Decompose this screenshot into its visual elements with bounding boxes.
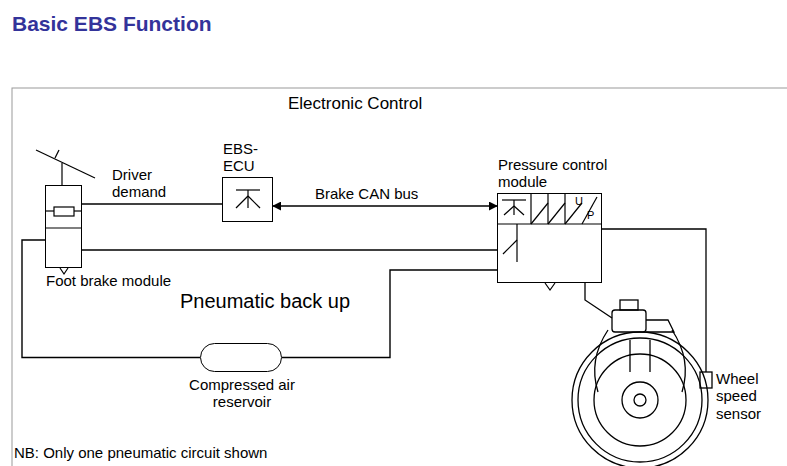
pcm-internals [497, 193, 602, 290]
pressure-control-module: Pressure control module [497, 193, 602, 283]
connector [82, 249, 497, 250]
part-label: Wheel speed sensor [716, 370, 782, 422]
node-label: Pressure control module [498, 156, 638, 190]
page-title: Basic EBS Function [12, 12, 212, 36]
section-heading: Pneumatic back up [180, 290, 400, 313]
connector-label: Driver demand [110, 166, 194, 200]
section-heading: Electronic Control [288, 94, 488, 114]
air-reservoir: Compressed air reservoir [200, 343, 282, 372]
symbol-letter: U [575, 195, 587, 208]
ecu-box: EBS- ECU [222, 177, 273, 222]
connector [22, 240, 200, 358]
node-label: Compressed air reservoir [176, 376, 308, 410]
connector [282, 270, 497, 358]
wheel-illustration [572, 229, 712, 466]
ecu-symbol [236, 190, 260, 208]
connector [273, 205, 497, 206]
node-label: Foot brake module [46, 272, 176, 289]
diagram-frame [12, 88, 787, 466]
symbol-letter: P [587, 209, 599, 222]
note: NB: Only one pneumatic circuit shown [14, 444, 334, 461]
connector-label: Brake CAN bus [313, 185, 457, 202]
foot-pedal-symbol [36, 150, 95, 274]
connector [82, 203, 222, 204]
node-label: EBS- ECU [223, 140, 283, 174]
foot-brake-module: Foot brake module [45, 185, 82, 268]
